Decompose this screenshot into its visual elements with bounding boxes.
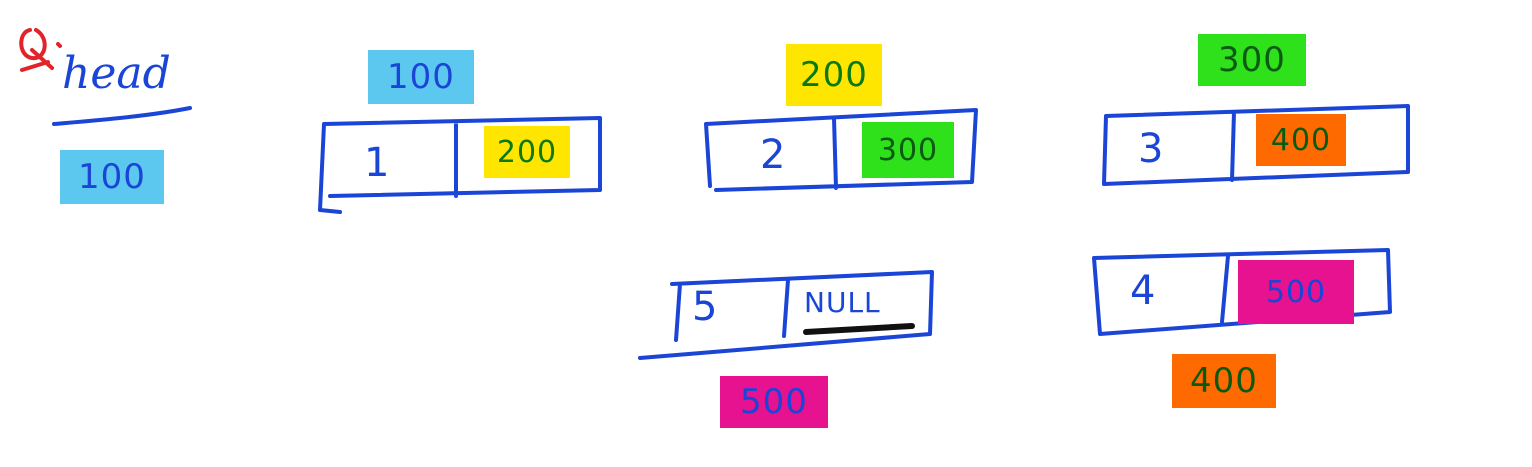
node-3-box: [1102, 104, 1410, 186]
node-4-next-badge: 500: [1238, 260, 1354, 324]
node-2-address-badge: 200: [786, 44, 882, 106]
question-mark-stroke: [19, 28, 62, 72]
node-1-address-badge: 100: [368, 50, 474, 104]
head-address-badge: 100: [60, 150, 164, 204]
node-2-data: 2: [760, 132, 786, 178]
node-4-data: 4: [1130, 268, 1156, 314]
head-label: head: [62, 48, 171, 99]
node-3-next-badge: 400: [1256, 114, 1346, 166]
node-3-data: 3: [1138, 126, 1164, 172]
node-5-box: [638, 270, 934, 360]
node-1-next-badge: 200: [484, 126, 570, 178]
node-4-box: [1092, 248, 1392, 336]
node-2-next-badge: 300: [862, 122, 954, 178]
node-2-box: [704, 108, 978, 192]
node-4-address-badge: 400: [1172, 354, 1276, 408]
head-underline: [52, 106, 192, 126]
node-5-data: 5: [692, 284, 718, 330]
node-1-data: 1: [364, 140, 390, 186]
node-5-address-badge: 500: [720, 376, 828, 428]
node-5-next-null: NULL: [804, 286, 881, 319]
node-1-box: [318, 116, 602, 214]
node-3-address-badge: 300: [1198, 34, 1306, 86]
null-underline: [803, 323, 915, 335]
